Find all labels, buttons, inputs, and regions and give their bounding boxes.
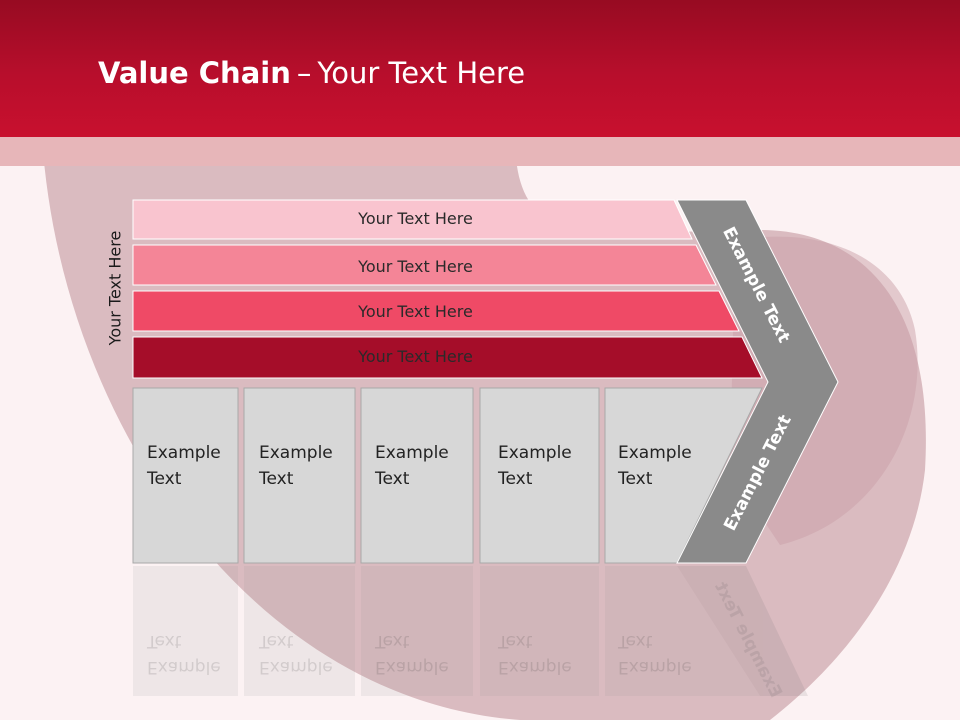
slide-title: Value Chain–Your Text Here [98, 54, 525, 92]
support-row-4 [132, 336, 763, 379]
side-label-text: Your Text Here [105, 230, 125, 346]
primary-column-1-reflection: Example Text [147, 631, 221, 677]
primary-column-5-label: Example Text [618, 443, 692, 489]
diagram-reflection [133, 566, 808, 696]
primary-column-2 [243, 387, 356, 564]
primary-column-1 [132, 387, 239, 564]
margin-chevron [676, 199, 839, 564]
primary-column-2-reflection: Example Text [259, 631, 333, 677]
support-row-3 [132, 290, 740, 332]
primary-column-5-reflection: Example Text [618, 631, 692, 677]
primary-column-3-reflection: Example Text [375, 631, 449, 677]
support-row-1-label: Your Text Here [358, 209, 473, 228]
header-bar [0, 0, 960, 137]
support-row-4-label: Your Text Here [358, 347, 473, 366]
primary-column-2-label: Example Text [259, 443, 333, 489]
support-row-2-label: Your Text Here [358, 257, 473, 276]
primary-column-4-reflection: Example Text [498, 631, 572, 677]
title-bold: Value Chain [98, 56, 291, 90]
primary-column-4 [479, 387, 600, 564]
support-row-1 [132, 199, 693, 240]
title-rest: Your Text Here [317, 56, 526, 90]
title-separator: – [296, 56, 312, 90]
primary-column-3-label: Example Text [375, 443, 449, 489]
primary-column-1-label: Example Text [147, 443, 221, 489]
support-row-2 [132, 244, 717, 286]
support-row-3-label: Your Text Here [358, 302, 473, 321]
primary-column-4-label: Example Text [498, 443, 572, 489]
primary-column-3 [360, 387, 474, 564]
header-band [0, 137, 960, 166]
